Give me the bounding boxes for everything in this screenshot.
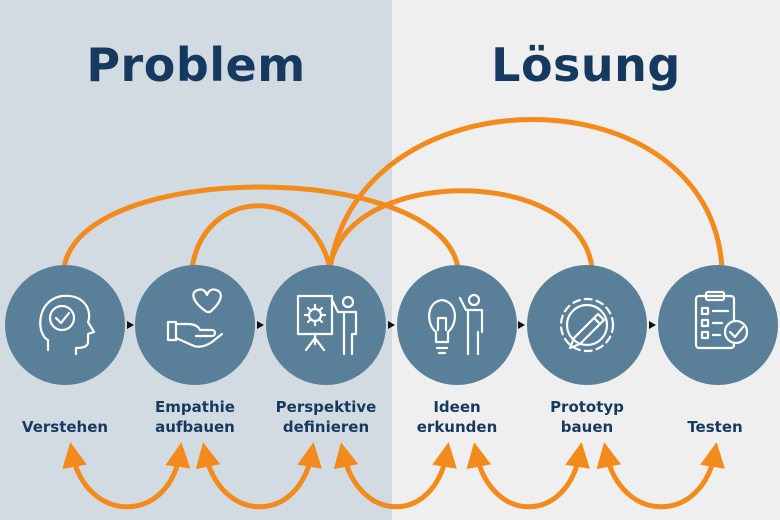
connector-4 (518, 321, 525, 329)
solution-title: Lösung (491, 38, 681, 92)
hand-heart-icon (166, 288, 224, 348)
bottom-arrows (62, 442, 725, 510)
connector-1 (127, 321, 134, 329)
step-label-ideen: Ideen erkunden (416, 398, 498, 436)
step-connectors (127, 321, 656, 329)
arc-perspektive-prototyp (327, 188, 595, 271)
feedback-arcs (61, 117, 725, 271)
circle-perspektive (266, 265, 386, 385)
bottom-arrow-5-6 (596, 442, 725, 510)
problem-title: Problem (86, 38, 306, 92)
bottom-arrow-3-4 (333, 442, 457, 510)
connector-5 (649, 321, 656, 329)
bottom-arrow-4-5 (466, 442, 590, 510)
arc-perspektive-testen (327, 117, 725, 271)
connector-2 (257, 321, 264, 329)
step-circles (5, 265, 778, 385)
step-label-perspektive: Perspektive definieren (275, 398, 377, 436)
bottom-arrow-2-3 (195, 442, 322, 510)
checklist-icon (694, 290, 749, 350)
lightbulb-person-icon (428, 293, 484, 356)
arc-verstehen-ideen (61, 184, 461, 271)
step-label-empathie: Empathie aufbauen (155, 398, 235, 436)
head-check-icon (39, 294, 96, 356)
presenter-board-icon (296, 294, 358, 356)
step-label-verstehen: Verstehen (21, 418, 109, 436)
circle-verstehen (5, 265, 125, 385)
connector-3 (388, 321, 395, 329)
gear-pencil-icon (559, 297, 615, 353)
bottom-arrow-1-2 (62, 442, 191, 510)
circle-testen (658, 265, 778, 385)
step-label-testen: Testen (687, 418, 743, 436)
step-label-prototyp: Prototyp bauen (550, 398, 624, 436)
arc-empathie-perspektive (189, 203, 333, 271)
circle-ideen (397, 265, 517, 385)
